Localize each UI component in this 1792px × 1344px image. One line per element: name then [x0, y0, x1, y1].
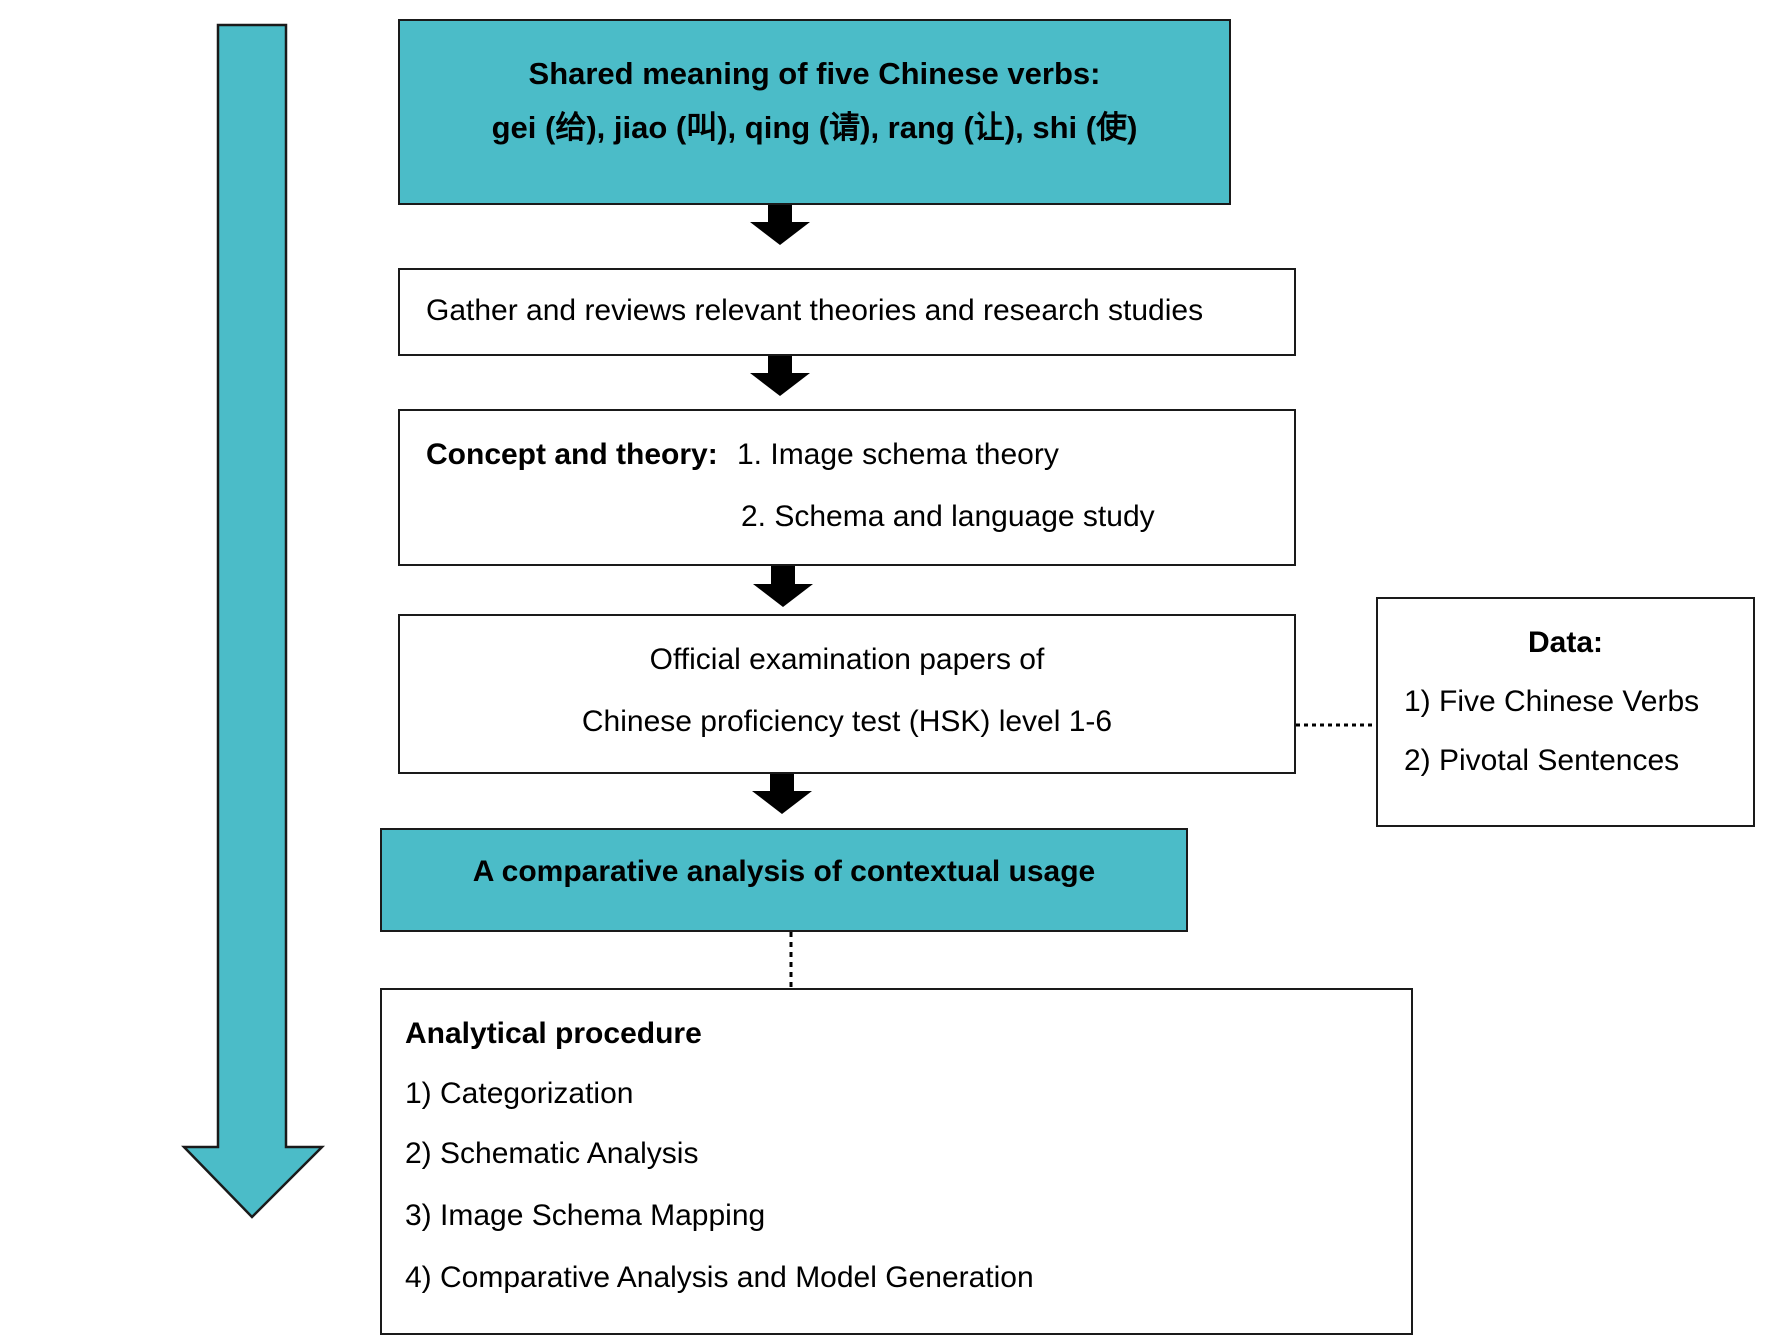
concept-theory-item-2: 2. Schema and language study — [741, 500, 1155, 533]
exam-papers-line1: Official examination papers of — [649, 643, 1045, 676]
shared-meaning-box: Shared meaning of five Chinese verbs: ge… — [398, 19, 1231, 205]
concept-theory-label: Concept and theory: — [426, 438, 718, 471]
concept-theory-item-1: 1. Image schema theory — [737, 438, 1059, 471]
arrow-down-3 — [753, 564, 813, 607]
shared-meaning-line2: gei (给), jiao (叫), qing (请), rang (让), s… — [491, 110, 1138, 145]
data-item-1: 1) Five Chinese Verbs — [1404, 685, 1700, 718]
procedure-item-2: 2) Schematic Analysis — [405, 1137, 699, 1170]
progress-arrow — [181, 23, 326, 1219]
gather-text: Gather and reviews relevant theories and… — [426, 294, 1204, 327]
procedure-item-3: 3) Image Schema Mapping — [405, 1199, 766, 1232]
exam-papers-box: Official examination papers of Chinese p… — [398, 614, 1296, 774]
data-box: Data: 1) Five Chinese Verbs 2) Pivotal S… — [1376, 597, 1755, 827]
data-item-2: 2) Pivotal Sentences — [1404, 744, 1680, 777]
exam-papers-line2: Chinese proficiency test (HSK) level 1-6 — [581, 705, 1113, 738]
data-title: Data: — [1527, 626, 1603, 659]
comparative-analysis-box: A comparative analysis of contextual usa… — [380, 828, 1188, 932]
procedure-title: Analytical procedure — [405, 1017, 702, 1050]
arrow-down-4 — [752, 772, 812, 814]
shared-meaning-line1: Shared meaning of five Chinese verbs: — [528, 56, 1101, 91]
arrow-down-2 — [750, 354, 810, 396]
analytical-procedure-box: Analytical procedure 1) Categorization 2… — [380, 988, 1413, 1335]
procedure-item-1: 1) Categorization — [405, 1077, 634, 1110]
arrow-down-1 — [750, 202, 810, 245]
comparative-analysis-text: A comparative analysis of contextual usa… — [472, 855, 1096, 888]
gather-box: Gather and reviews relevant theories and… — [398, 268, 1296, 356]
concept-theory-box: Concept and theory: 1. Image schema theo… — [398, 409, 1296, 566]
procedure-item-4: 4) Comparative Analysis and Model Genera… — [405, 1261, 1034, 1294]
